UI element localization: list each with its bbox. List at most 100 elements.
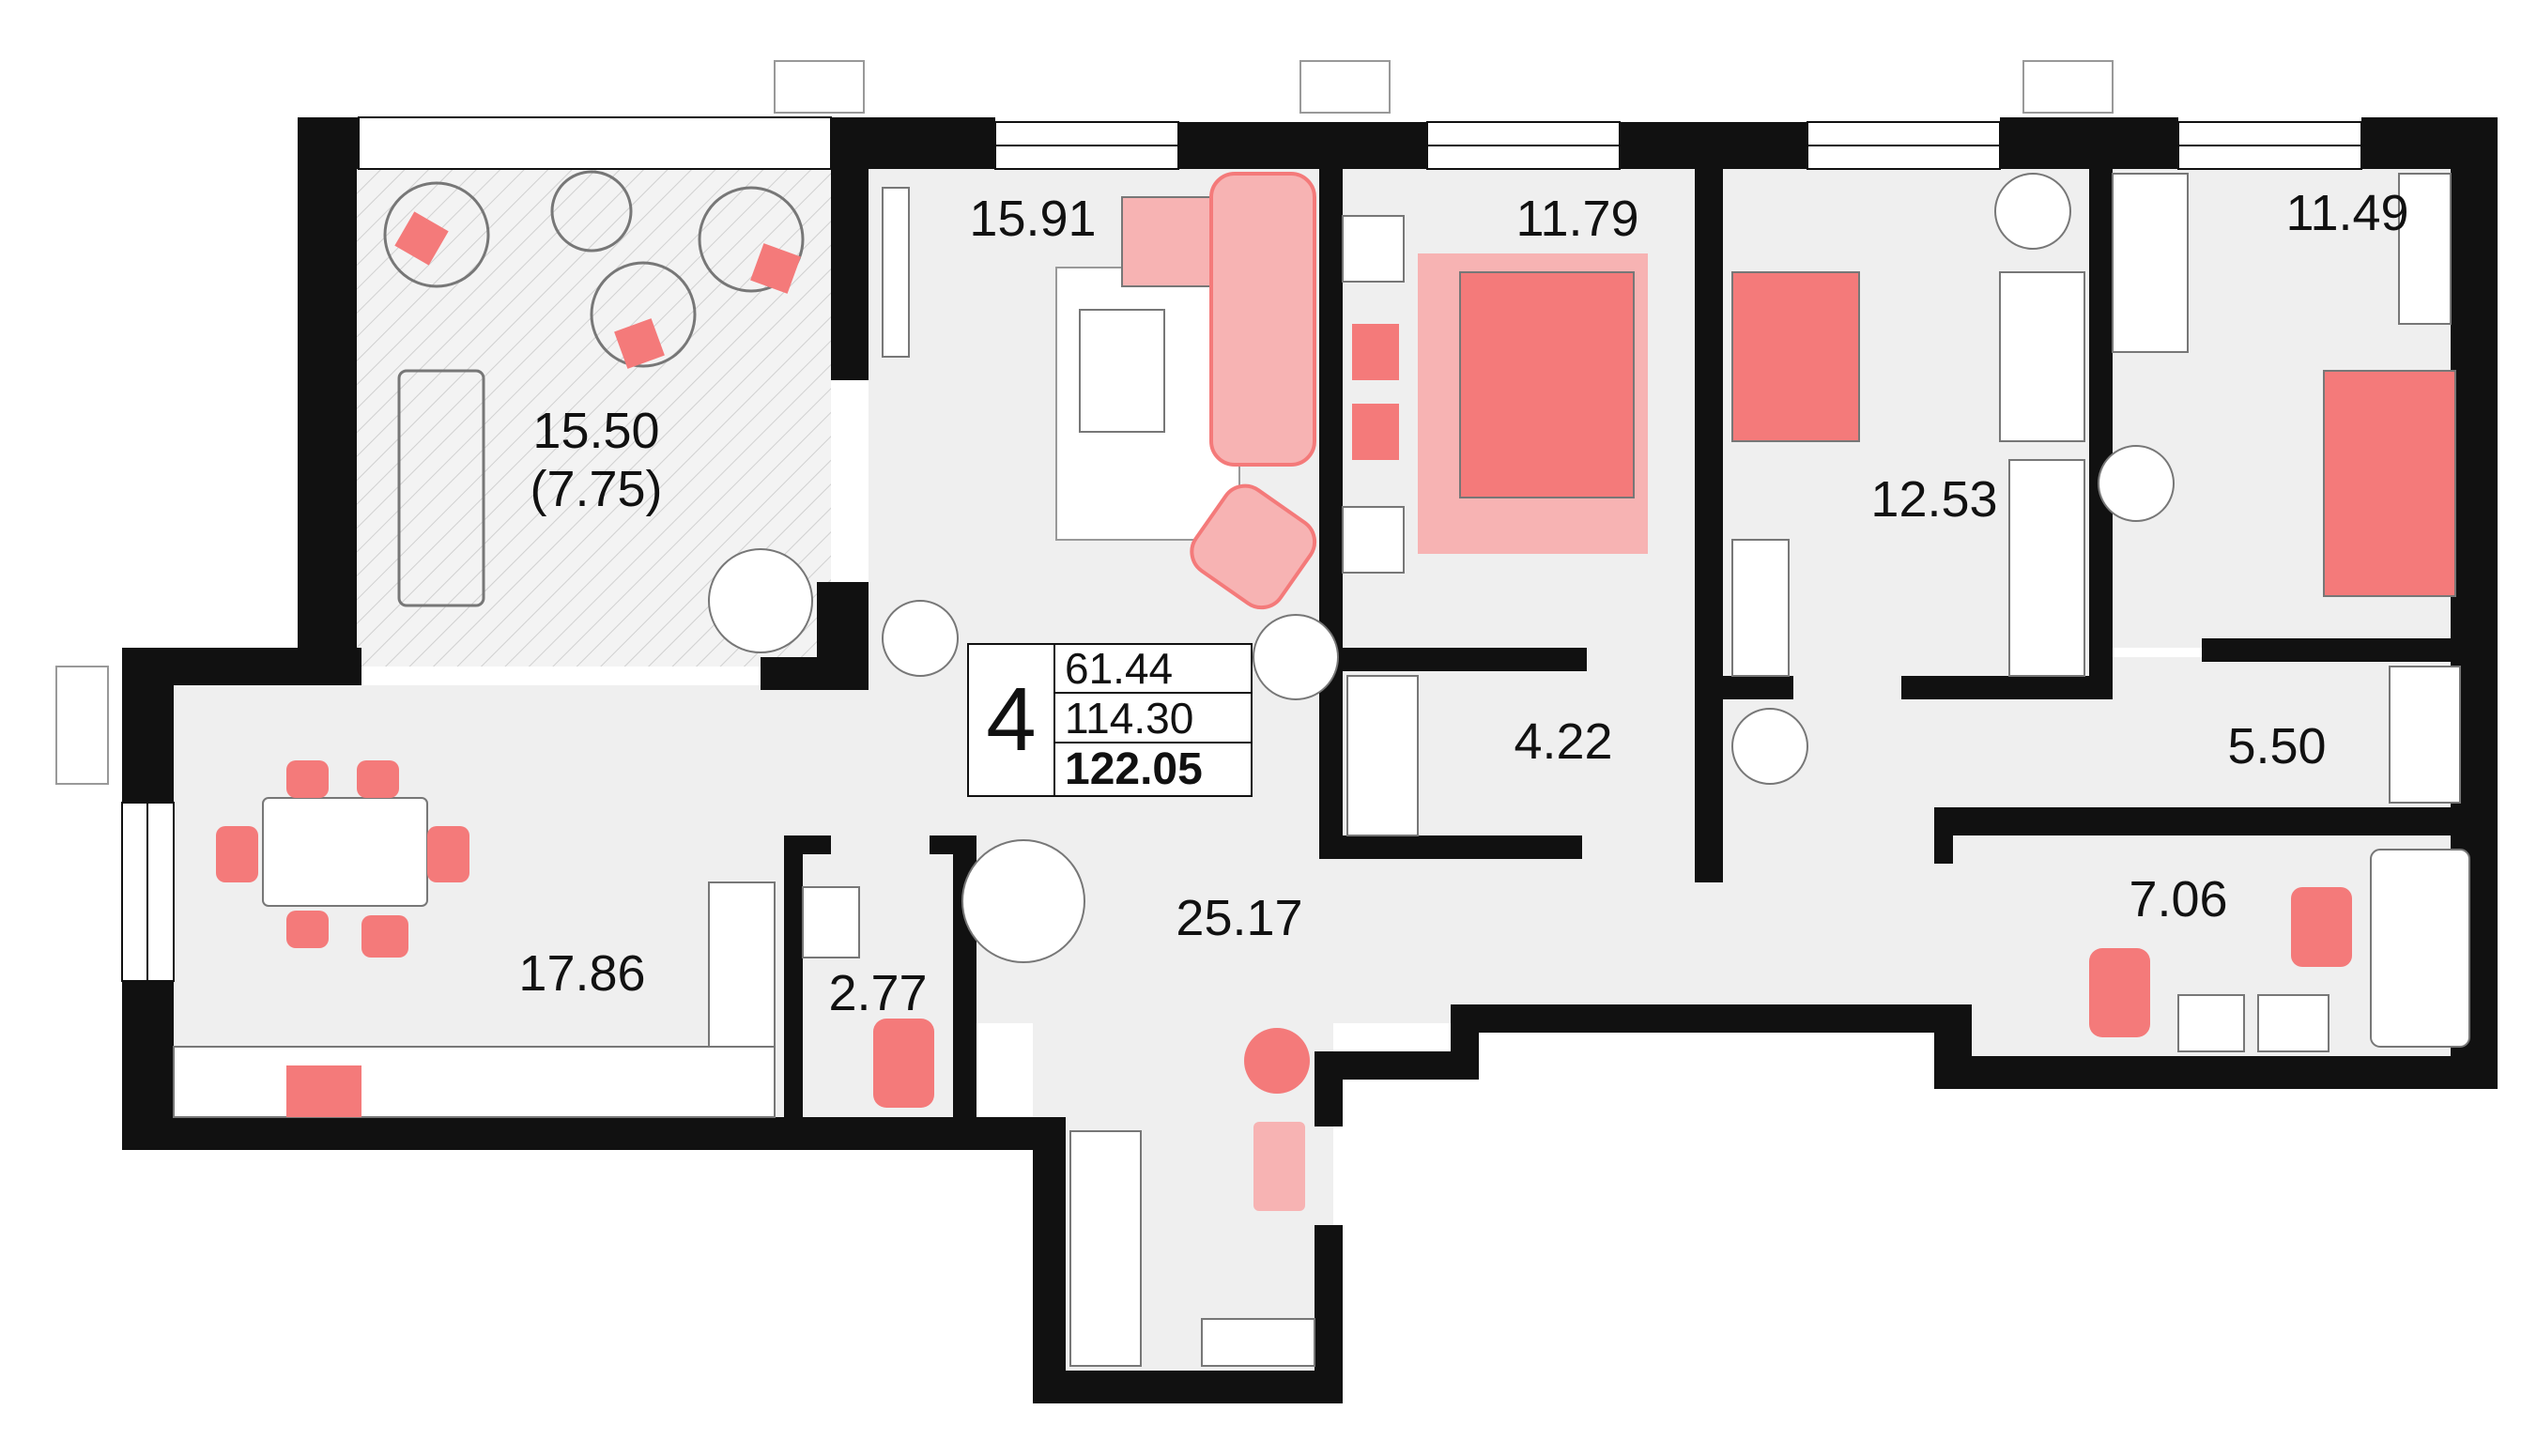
pillow [1352,324,1399,380]
wall [1033,1117,1066,1399]
plant [1731,708,1808,785]
counter [173,1046,776,1118]
ac-unit [2022,60,2114,114]
washer [2177,994,2245,1052]
ac-unit [1299,60,1391,114]
wardrobe [2389,666,2461,804]
wall [1319,648,1587,671]
wardrobe [1346,675,1419,836]
wall [1033,1371,1343,1403]
bed [1731,271,1860,442]
pouf [1244,1028,1310,1094]
armchair [1190,483,1317,610]
dining-table [262,797,428,907]
area-with-balcony: 122.05 [1065,743,1203,794]
bed [2323,370,2456,597]
room-label-storage: 4.22 [1514,713,1613,770]
wall [1934,807,1953,864]
ac-unit [55,666,109,785]
coffee-table [1079,309,1165,433]
room-area-sub: (7.75) [530,461,663,517]
wall [2089,169,2113,699]
shoe-mat [1253,1122,1305,1211]
wall [298,117,357,671]
wall [2361,117,2498,169]
room-label-bathroom: 7.06 [2129,871,2228,927]
wall [1620,122,1807,169]
cushion [750,243,801,294]
wall [1319,835,1582,859]
desk [2112,173,2189,353]
total-area: 114.30 [1055,694,1251,743]
wardrobe [2008,459,2085,677]
tv [882,187,910,358]
wall [1315,1225,1343,1403]
plant [1253,614,1339,700]
bathtub [2370,849,2470,1048]
wardrobe [1069,1130,1142,1367]
wall [1718,676,1793,699]
nightstand [1342,215,1405,283]
pillow [1352,404,1399,460]
windows [121,116,2362,982]
room-label-living: 15.91 [969,191,1097,247]
room-label-closet: 5.50 [2227,718,2327,774]
area-summary-badge: 4 61.44 114.30 122.05 [967,643,1253,797]
ac-units [55,60,2114,785]
balcony-cushions [394,211,801,369]
window [358,116,832,170]
wall [930,835,976,854]
bath-mat [2291,887,2352,967]
room-label-kitchen: 17.86 [518,945,646,1002]
wall [784,835,803,1126]
wall [1178,122,1427,169]
sink [802,886,860,958]
desk [1999,271,2085,442]
chair [216,826,258,882]
wall [122,1117,1038,1150]
toilet [873,1019,934,1108]
room-label-hall: 25.17 [1176,890,1303,946]
living-area: 61.44 [1055,644,1251,694]
wall [2202,638,2479,662]
chair [286,760,329,798]
plant [961,839,1085,963]
shoe-rack [1201,1318,1315,1367]
sofa [1209,172,1316,467]
kitchen-furniture [173,760,776,1118]
rooms-count: 4 [969,645,1055,795]
sink [2257,994,2329,1052]
wall [1901,676,2099,699]
bathroom-fixtures [2089,849,2470,1052]
chair [361,915,408,958]
wall [1319,169,1343,845]
wardrobes [1069,666,2461,1367]
wall [1934,807,2479,835]
balcony-furniture [383,170,805,607]
bed [1459,271,1635,498]
nightstand [1342,506,1405,574]
plant [2098,445,2175,522]
wall [1934,1056,2479,1089]
room-label-bedroom-2: 12.53 [1870,471,1998,528]
bedroom-3-furniture [2112,173,2456,597]
plant [708,548,813,653]
bedroom-1-furniture [1342,215,1648,574]
living-furniture [882,172,1317,610]
wall [831,117,869,380]
wall [298,117,359,169]
ac-unit [774,60,865,114]
chair [427,826,469,882]
plants [708,173,2175,963]
bookshelf [1731,539,1790,677]
chair [286,911,329,948]
cushion [614,318,665,369]
room-label-balcony: 15.50 (7.75) [530,402,662,518]
cushion [394,211,449,266]
wall [1695,169,1723,882]
room-label-bedroom-1: 11.79 [1515,191,1639,247]
side-table [550,170,633,253]
walls [122,117,2498,1403]
